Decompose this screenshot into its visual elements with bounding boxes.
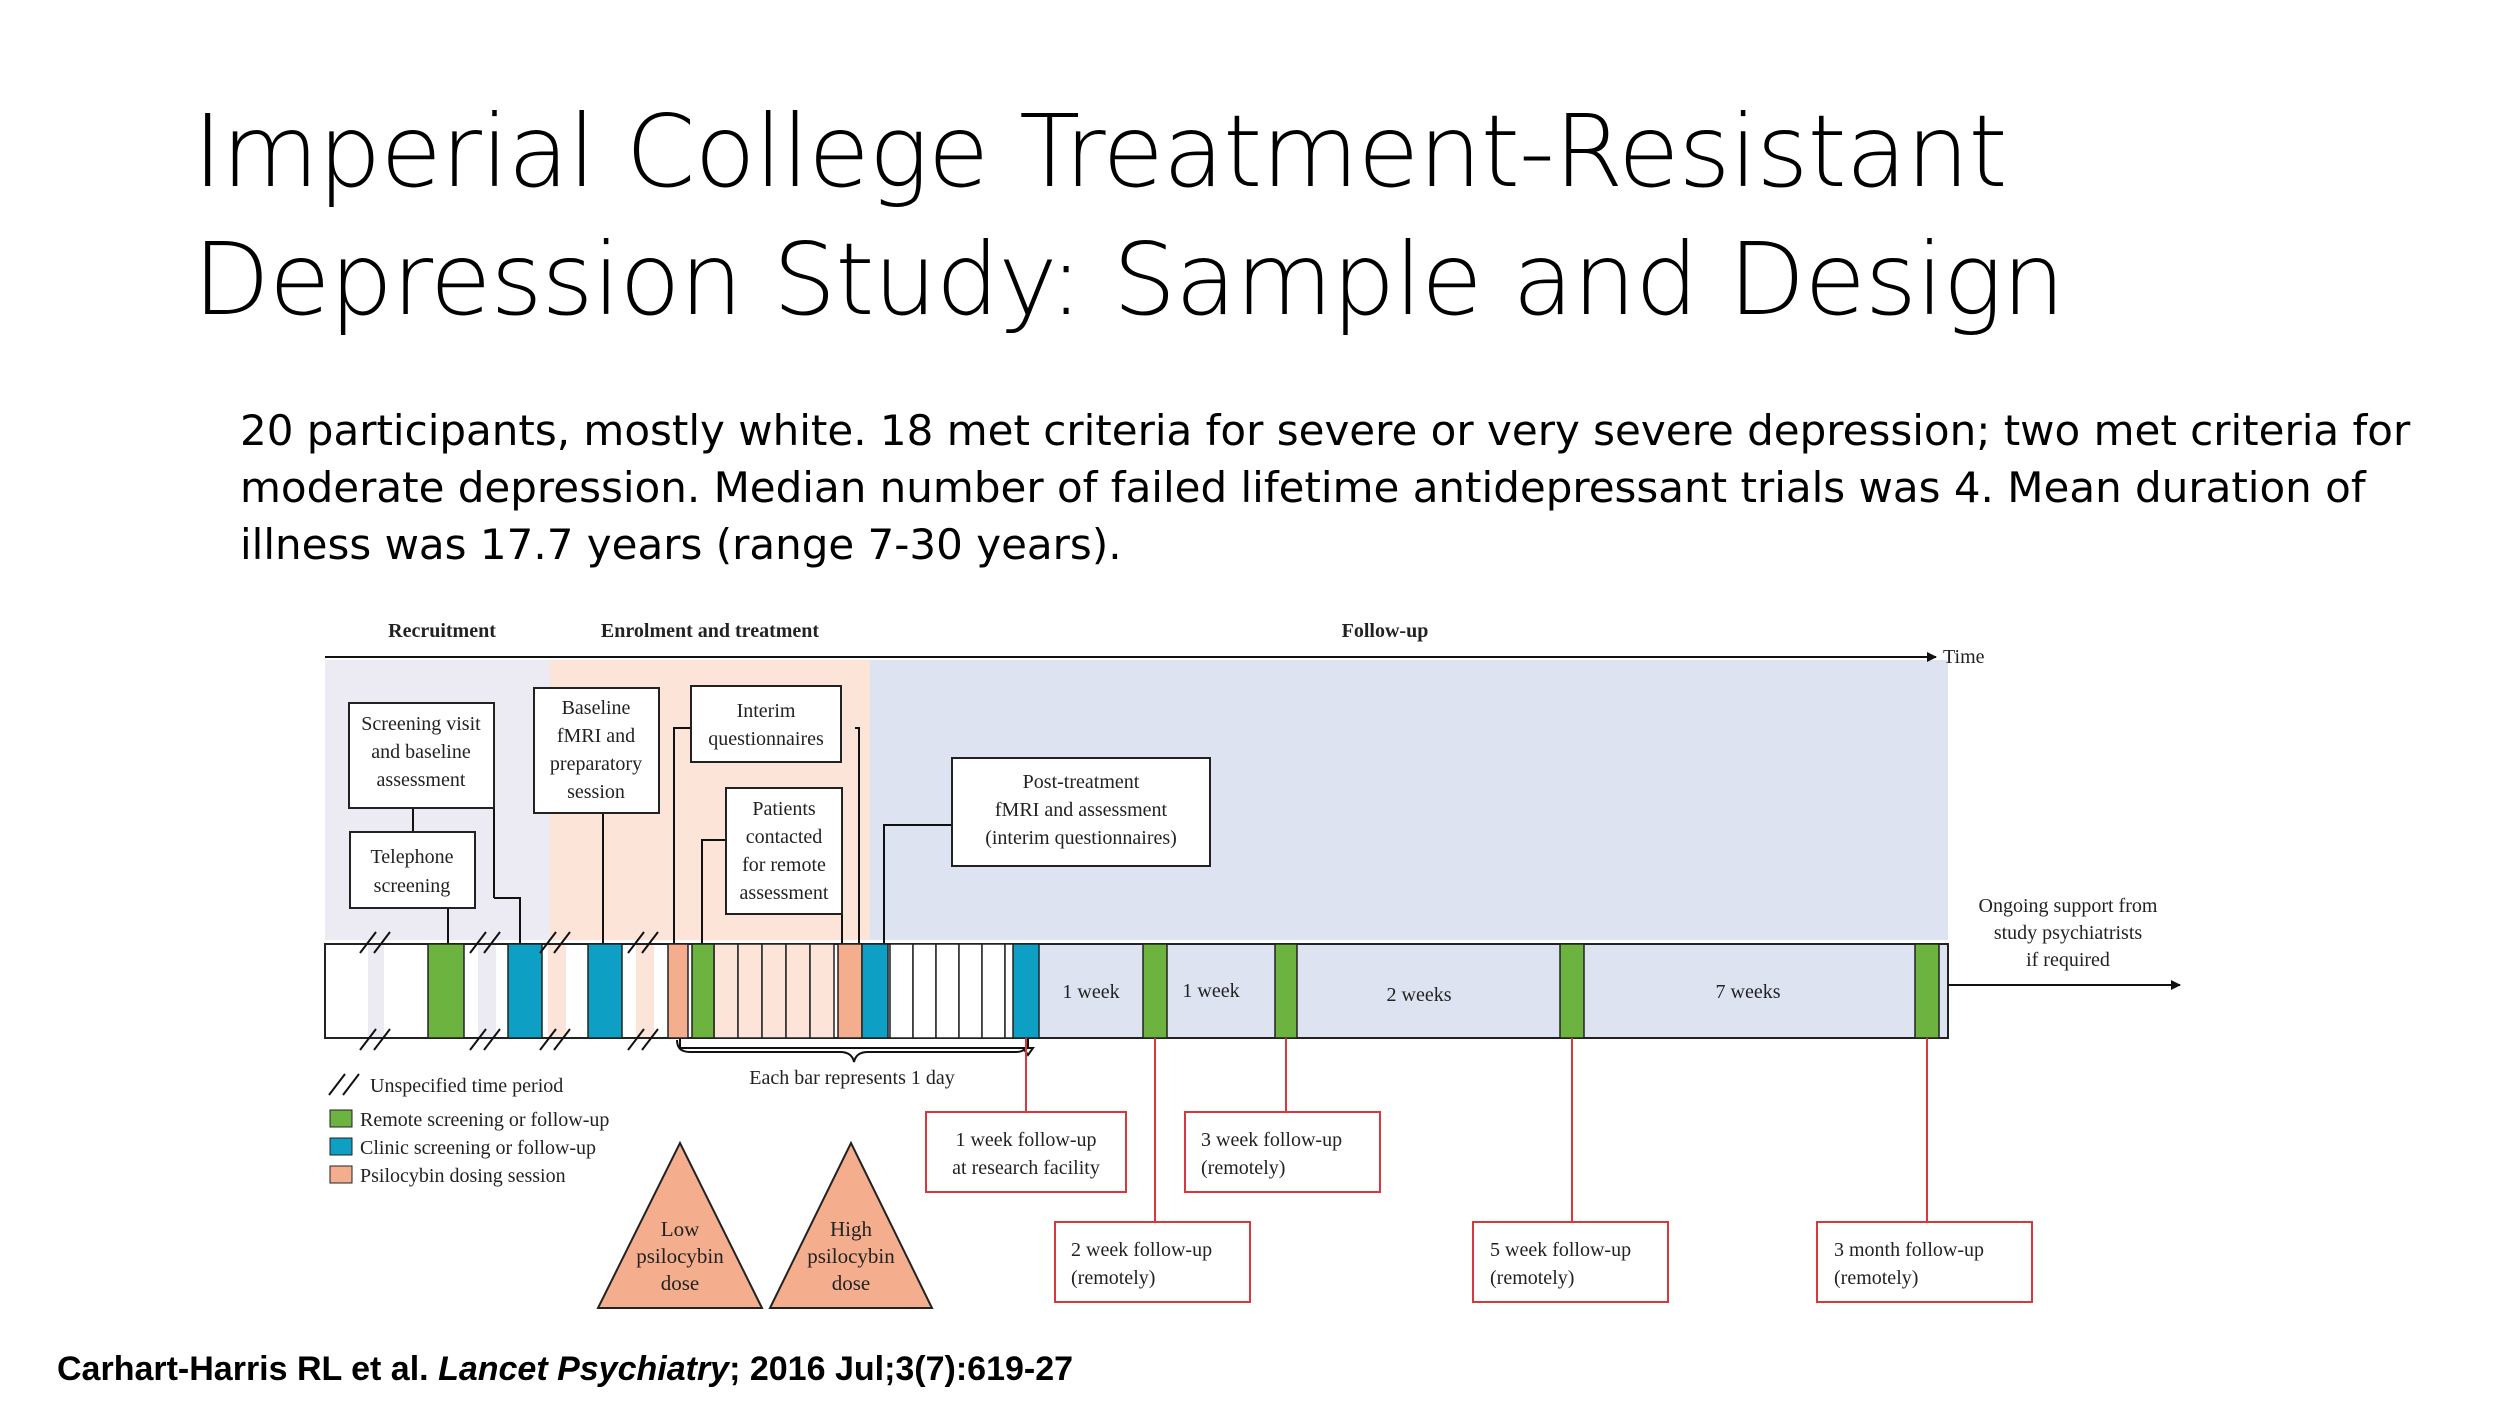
- svg-text:dose: dose: [832, 1271, 871, 1295]
- box-post-treatment: Post-treatment fMRI and assessment (inte…: [951, 757, 1211, 867]
- box-baseline-fmri: Baseline fMRI and preparatory session: [533, 687, 660, 814]
- svg-text:3 month follow-up: 3 month follow-up: [1834, 1239, 1984, 1261]
- svg-text:Low: Low: [661, 1217, 700, 1241]
- low-dose-triangle: Low psilocybin dose: [596, 1140, 764, 1309]
- high-dose-triangle: High psilocybin dose: [768, 1140, 934, 1309]
- title-line-2: Depression Study: Sample and Design: [193, 221, 2065, 338]
- citation-details: ; 2016 Jul;3(7):619-27: [729, 1350, 1074, 1388]
- svg-text:(remotely): (remotely): [1071, 1267, 1155, 1289]
- legend-remote-swatch: [329, 1109, 353, 1128]
- svg-text:Interim: Interim: [737, 700, 796, 722]
- title-line-1: Imperial College Treatment-Resistant: [193, 93, 2008, 210]
- interval-label: 7 weeks: [1716, 981, 1781, 1003]
- svg-text:contacted: contacted: [746, 826, 823, 848]
- svg-text:Telephone: Telephone: [370, 846, 453, 868]
- svg-text:psilocybin: psilocybin: [807, 1244, 895, 1268]
- svg-text:study psychiatrists: study psychiatrists: [1994, 922, 2143, 944]
- interval-label: 2 weeks: [1387, 984, 1452, 1006]
- svg-text:session: session: [567, 781, 625, 803]
- followup-connectors: [1025, 1038, 1928, 1222]
- phase-label-followup: Follow-up: [1342, 620, 1429, 642]
- legend-dosing-label: Psilocybin dosing session: [360, 1165, 566, 1187]
- interval-label: 1 week: [1182, 980, 1239, 1002]
- svg-text:at research facility: at research facility: [952, 1157, 1100, 1179]
- svg-text:2 week follow-up: 2 week follow-up: [1071, 1239, 1212, 1261]
- box-1-week-followup: 1 week follow-up at research facility: [925, 1111, 1127, 1193]
- brace-label: Each bar represents 1 day: [749, 1067, 954, 1089]
- svg-text:fMRI and assessment: fMRI and assessment: [995, 799, 1168, 821]
- svg-text:Ongoing support from: Ongoing support from: [1979, 895, 2158, 917]
- interval-label: 1 week: [1062, 981, 1119, 1003]
- svg-text:psilocybin: psilocybin: [636, 1244, 724, 1268]
- box-2-week-followup: 2 week follow-up (remotely): [1054, 1221, 1251, 1303]
- box-screening-visit: Screening visit and baseline assessment: [348, 702, 495, 809]
- svg-text:3 week follow-up: 3 week follow-up: [1201, 1129, 1342, 1151]
- svg-text:for remote: for remote: [742, 854, 826, 876]
- svg-text:screening: screening: [374, 875, 451, 897]
- svg-text:1 week follow-up: 1 week follow-up: [955, 1129, 1096, 1151]
- svg-text:(interim questionnaires): (interim questionnaires): [985, 827, 1177, 849]
- citation: Carhart-Harris RL et al. Lancet Psychiat…: [57, 1350, 1073, 1389]
- box-3-week-followup: 3 week follow-up (remotely): [1184, 1111, 1381, 1193]
- slide-title: Imperial College Treatment-Resistant Dep…: [193, 88, 2065, 344]
- phase-label-recruitment: Recruitment: [388, 620, 496, 642]
- box-patients-contacted: Patients contacted for remote assessment: [725, 787, 843, 915]
- svg-text:(remotely): (remotely): [1201, 1157, 1285, 1179]
- box-5-week-followup: 5 week follow-up (remotely): [1472, 1221, 1669, 1303]
- svg-text:assessment: assessment: [377, 769, 466, 791]
- svg-text:(remotely): (remotely): [1834, 1267, 1918, 1289]
- svg-text:and baseline: and baseline: [371, 741, 471, 763]
- ongoing-support-text: Ongoing support from study psychiatrists…: [1979, 895, 2158, 971]
- svg-text:if required: if required: [2026, 949, 2110, 971]
- legend-clinic-label: Clinic screening or follow-up: [360, 1137, 596, 1159]
- legend-unspecified-label: Unspecified time period: [370, 1075, 563, 1097]
- svg-text:Baseline: Baseline: [562, 697, 631, 719]
- box-telephone-screening: Telephone screening: [349, 831, 476, 909]
- citation-journal: Lancet Psychiatry: [438, 1350, 730, 1388]
- svg-text:fMRI and: fMRI and: [557, 725, 635, 747]
- timeline-bar: [324, 931, 1949, 1051]
- phase-label-enrolment: Enrolment and treatment: [601, 620, 819, 642]
- svg-text:High: High: [830, 1217, 873, 1241]
- citation-authors: Carhart-Harris RL et al.: [57, 1350, 429, 1388]
- box-3-month-followup: 3 month follow-up (remotely): [1816, 1221, 2033, 1303]
- svg-text:5 week follow-up: 5 week follow-up: [1490, 1239, 1631, 1261]
- time-axis-label: Time: [1943, 646, 1985, 668]
- legend: Unspecified time period Remote screening…: [328, 1073, 609, 1187]
- svg-text:questionnaires: questionnaires: [708, 728, 824, 750]
- svg-text:Post-treatment: Post-treatment: [1023, 771, 1140, 793]
- svg-text:Screening visit: Screening visit: [361, 713, 481, 735]
- svg-text:(remotely): (remotely): [1490, 1267, 1574, 1289]
- svg-text:assessment: assessment: [740, 882, 829, 904]
- box-interim-questionnaires: Interim questionnaires: [690, 685, 842, 763]
- svg-text:dose: dose: [661, 1271, 700, 1295]
- slide-body-text: 20 participants, mostly white. 18 met cr…: [240, 406, 2411, 569]
- legend-unspecified-icon: [328, 1073, 360, 1096]
- day-bars-brace: [676, 1039, 1029, 1063]
- svg-text:Patients: Patients: [752, 798, 816, 820]
- legend-clinic-swatch: [329, 1137, 353, 1156]
- legend-dosing-swatch: [329, 1165, 353, 1184]
- svg-text:preparatory: preparatory: [550, 753, 642, 775]
- legend-remote-label: Remote screening or follow-up: [360, 1109, 609, 1131]
